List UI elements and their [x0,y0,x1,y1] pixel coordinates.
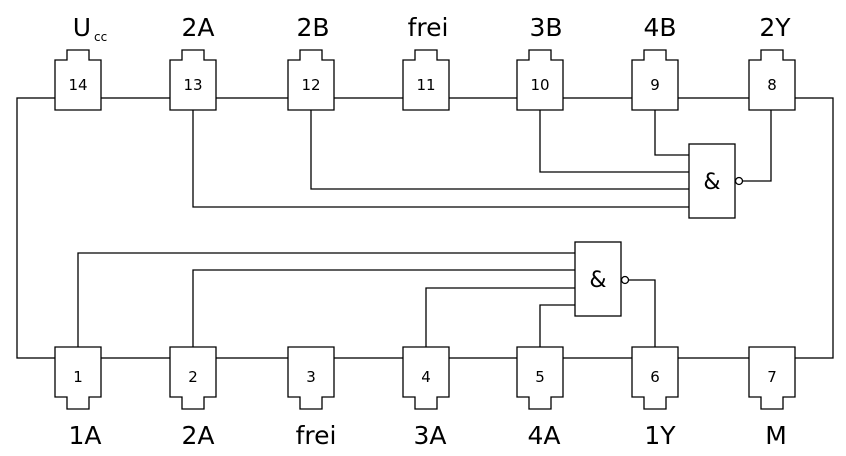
gate-body [688,143,736,219]
pin-number: 12 [301,76,320,94]
bottom-pin-6: 6 1Y [631,346,679,450]
top-pin-10: 10 3B [516,13,564,111]
chip-body [16,97,834,359]
pin-label: 3A [413,421,446,450]
gate-symbol: & [703,170,720,195]
pin-label: 2A [181,13,214,42]
pin-label: frei [408,13,449,42]
wire-gate-to-pin6 [629,279,656,347]
pin-number: 5 [535,368,545,386]
pin-number: 9 [650,76,660,94]
top-pin-8: 8 2Y [748,13,796,111]
pin-label: 2A [181,421,214,450]
pin-label: 3B [529,13,562,42]
pin-number: 4 [421,368,431,386]
inversion-bubble [734,176,744,186]
pin-number: 6 [650,368,660,386]
pin-label: 4A [527,421,560,450]
pin-label: 4B [643,13,676,42]
pin-label-main: U [73,13,91,42]
pin-label: 2B [296,13,329,42]
pin-number: 14 [68,76,87,94]
pin-number: 11 [416,76,435,94]
pin-label: M [765,421,787,450]
wire-pin2-to-gate [192,269,575,347]
pin-label: 2Y [759,13,791,42]
top-pin-13: 13 2A [169,13,217,111]
pin-label-sub: cc [94,30,107,44]
bottom-pin-5: 5 4A [516,346,564,450]
wire-pin4-to-gate [425,287,575,347]
pin-number: 3 [306,368,316,386]
wire-pin10-to-gate [539,110,689,173]
wire-gate-to-pin8 [743,110,772,182]
pin-number: 13 [183,76,202,94]
bottom-pin-4: 4 3A [402,346,450,450]
wire-pin5-to-gate [539,304,575,347]
wire-pin1-to-gate [77,252,575,347]
top-pin-11: 11 frei [402,13,450,111]
top-pin-9: 9 4B [631,13,679,111]
pin-number: 2 [188,368,198,386]
wire-pin12-to-gate [310,110,689,190]
gate-body [574,241,622,317]
gate-symbol: & [589,268,606,293]
wire-pin13-to-gate [192,110,689,208]
pin-label: 1Y [644,421,676,450]
inversion-bubble [620,275,630,285]
top-pin-12: 12 2B [287,13,335,111]
pin-number: 10 [530,76,549,94]
pin-label: frei [296,421,337,450]
nand-gate-lower: & [77,241,656,347]
pin-label: 1A [68,421,101,450]
pin-number: 7 [767,368,777,386]
pin-number: 8 [767,76,777,94]
bottom-pin-2: 2 2A [169,346,217,450]
bottom-pin-3: 3 frei [287,346,337,450]
wire-pin9-to-gate [654,110,689,156]
bottom-pin-1: 1 1A [54,346,102,450]
bottom-pin-7: 7 M [748,346,796,450]
nand-gate-upper: & [192,110,772,219]
pin-number: 1 [73,368,83,386]
